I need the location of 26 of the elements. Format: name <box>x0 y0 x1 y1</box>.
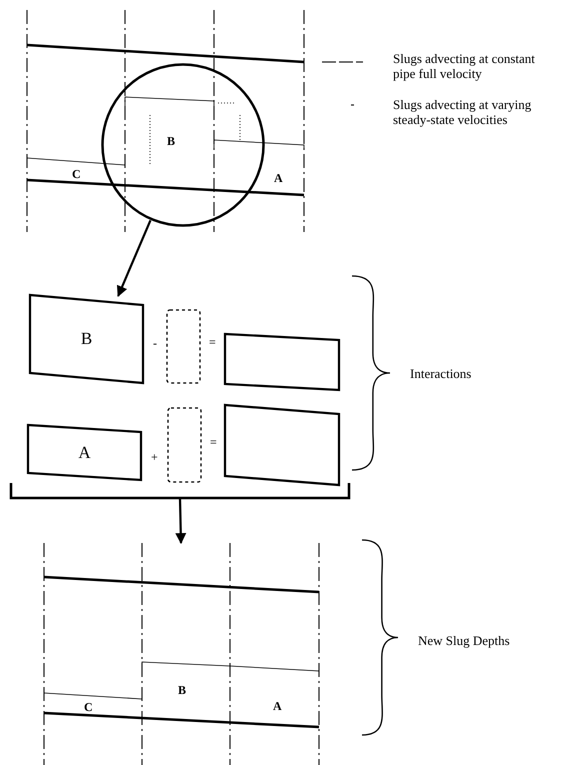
empty-box <box>225 405 339 485</box>
slug-label: B <box>167 135 176 147</box>
slug-label: C <box>72 168 81 180</box>
operator-sign: = <box>210 436 217 448</box>
empty-box <box>225 334 339 390</box>
arrow <box>175 498 186 544</box>
arrow <box>116 220 152 297</box>
dashed-box <box>167 310 200 383</box>
operator-sign: = <box>209 336 216 348</box>
slug-label: C <box>84 701 93 713</box>
brace-label: New Slug Depths <box>418 634 510 647</box>
dashed-box <box>168 408 201 482</box>
slug-box <box>28 425 141 480</box>
legend-text: Slugs advecting at constant pipe full velocity <box>393 52 536 82</box>
slug-box <box>30 295 143 383</box>
slug-label: A <box>273 700 282 712</box>
operator-sign: + <box>151 451 158 463</box>
legend-text: Slugs advecting at varying steady-state velocities <box>393 98 532 128</box>
magnifier-circle <box>101 63 265 227</box>
slug-label: B <box>178 684 186 696</box>
bracket <box>10 483 350 499</box>
slug-label: A <box>274 172 283 184</box>
brace-label: Interactions <box>410 367 472 380</box>
operator-sign: - <box>153 337 157 349</box>
slug-label: A <box>77 442 92 462</box>
slug-label: B <box>80 329 94 349</box>
